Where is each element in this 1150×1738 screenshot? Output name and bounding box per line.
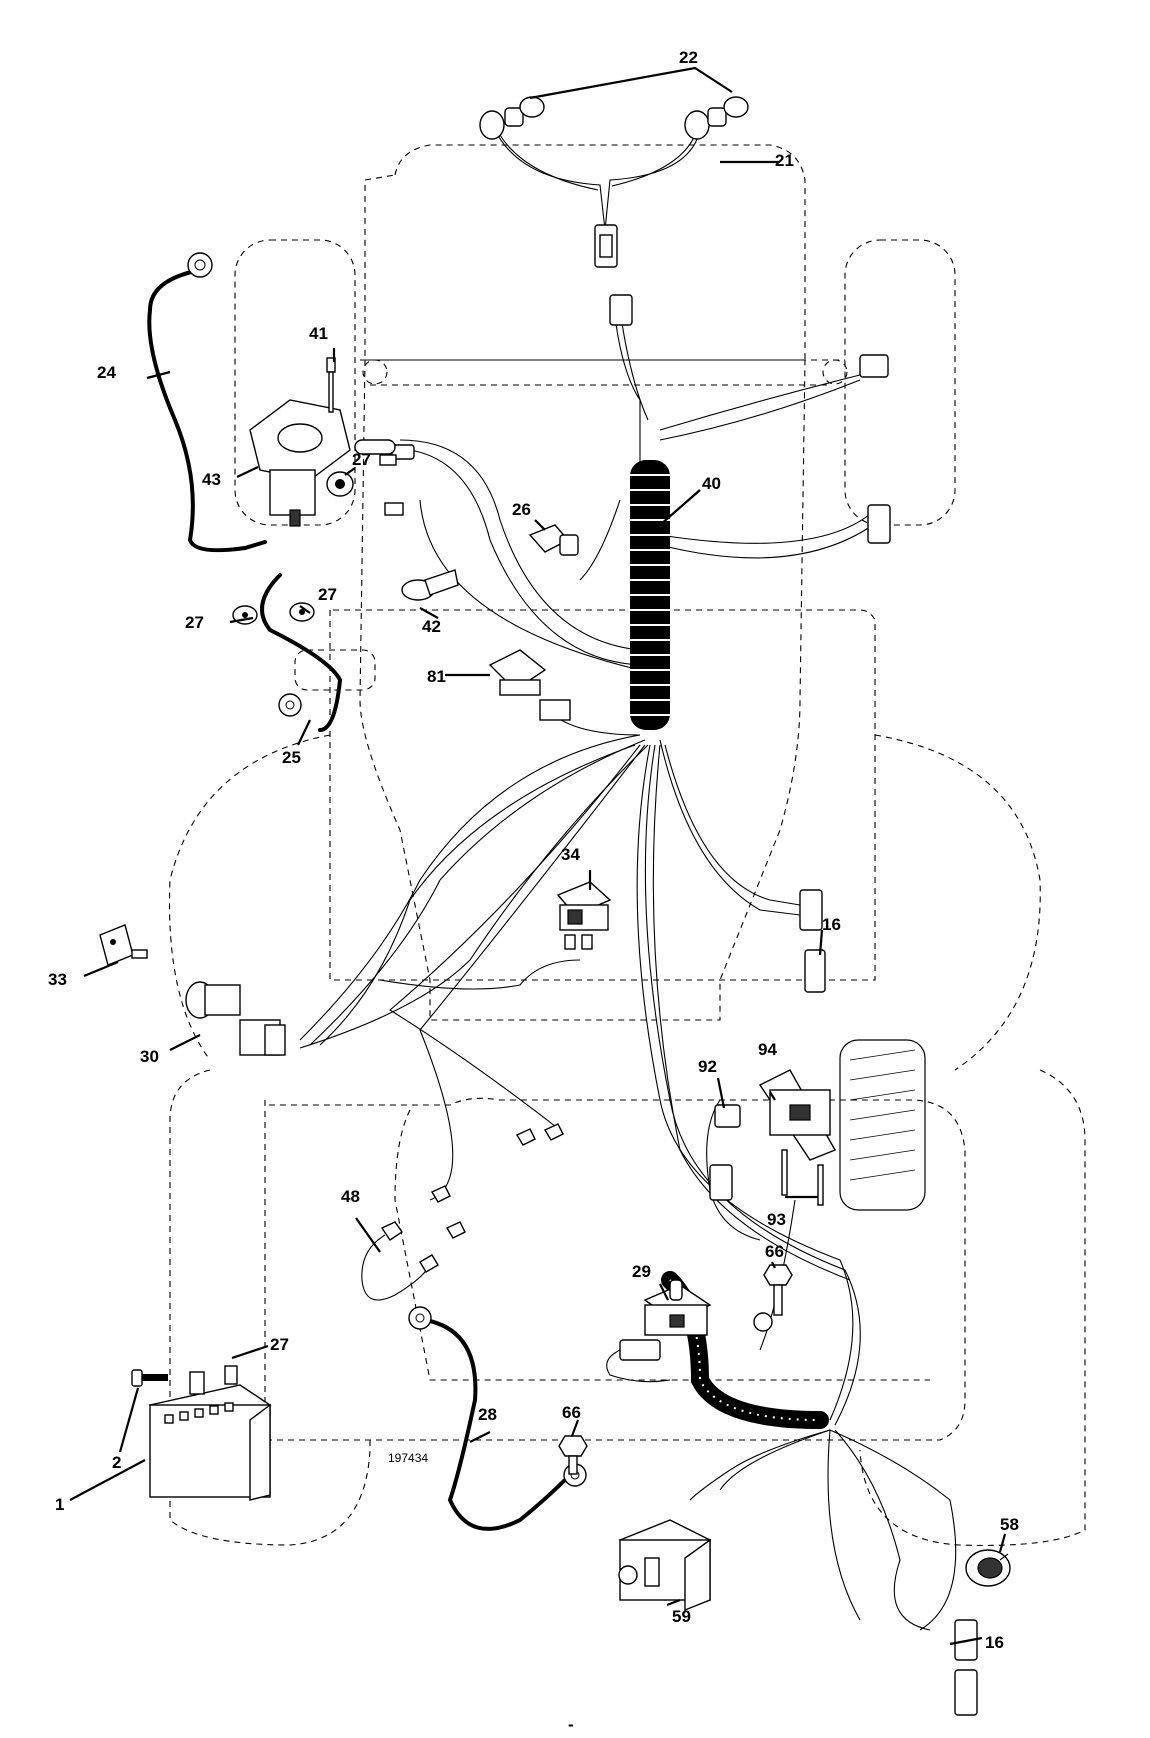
alarm-58 [965, 1549, 1011, 1587]
fuse-cover [354, 439, 396, 455]
connector-16-upper [799, 889, 826, 993]
connector-right-upper [859, 354, 889, 378]
key-33 [99, 924, 148, 966]
solenoid [249, 399, 354, 527]
callout-28: 28 [478, 1405, 497, 1424]
bolt-66-lower [558, 1435, 588, 1475]
callout-94: 94 [758, 1040, 777, 1059]
nut-27-right [289, 602, 315, 622]
callout-92: 92 [698, 1057, 717, 1076]
callout-48: 48 [341, 1187, 360, 1206]
bolt-2 [131, 1369, 168, 1387]
cable-28 [408, 1306, 587, 1531]
headlight-bulb-right [684, 96, 749, 140]
conduit-loom [630, 460, 670, 730]
callout-34: 34 [561, 845, 580, 864]
bolt-66-upper [753, 1264, 793, 1332]
callout-25: 25 [282, 748, 301, 767]
chassis-outline [168, 144, 1086, 1546]
bolt-41 [326, 357, 336, 413]
connector-16-lower [954, 1619, 978, 1716]
callout-16-lower: 16 [985, 1633, 1004, 1652]
callout-27-mid: 27 [318, 585, 337, 604]
main-harness-wires [299, 299, 957, 1631]
switch-34 [556, 881, 612, 950]
screws-93 [781, 1149, 824, 1206]
connector-92 [709, 1104, 741, 1201]
callout-21: 21 [775, 151, 794, 170]
cable-25 [260, 573, 343, 732]
boot-42 [401, 569, 459, 601]
callout-43: 43 [202, 470, 221, 489]
callout-22: 22 [679, 48, 698, 67]
cable-24 [147, 252, 267, 553]
module-59 [618, 1519, 712, 1612]
callout-33: 33 [48, 970, 67, 989]
wire-48 [361, 1123, 564, 1301]
connector-31-upper [609, 294, 633, 326]
callout-40: 40 [702, 474, 721, 493]
headlight-harness [494, 129, 701, 268]
fuse-holder [528, 524, 579, 556]
callout-66-upper: 66 [765, 1242, 784, 1261]
switch-29 [606, 1279, 712, 1383]
connector-top-left [379, 444, 415, 516]
callout-58: 58 [1000, 1515, 1019, 1534]
footer-mark: - [568, 1715, 574, 1734]
callout-66-lower: 66 [562, 1403, 581, 1422]
callout-27-battery: 27 [270, 1335, 289, 1354]
callout-93: 93 [767, 1210, 786, 1229]
callout-41: 41 [309, 324, 328, 343]
callout-27-left: 27 [185, 613, 204, 632]
callouts: 22 21 24 41 43 27 27 27 40 26 42 81 25 3… [48, 48, 1019, 1652]
callout-27-upper: 27 [352, 450, 371, 469]
headlight-bulb-left [479, 96, 545, 140]
battery [148, 1365, 272, 1501]
relay [488, 649, 571, 721]
ignition-switch [185, 981, 286, 1056]
interlock-94 [758, 1069, 837, 1161]
drawing-number: 197434 [388, 1451, 428, 1465]
callout-1: 1 [55, 1495, 64, 1514]
callout-42: 42 [422, 617, 441, 636]
callout-29: 29 [632, 1262, 651, 1281]
callout-24: 24 [97, 363, 116, 382]
connector-right-lower [867, 504, 891, 544]
callout-26: 26 [512, 500, 531, 519]
callout-2: 2 [112, 1453, 121, 1472]
callout-81: 81 [427, 667, 446, 686]
callout-16-upper: 16 [822, 915, 841, 934]
callout-59: 59 [672, 1607, 691, 1626]
callout-30: 30 [140, 1047, 159, 1066]
leader-lines [69, 66, 1007, 1646]
